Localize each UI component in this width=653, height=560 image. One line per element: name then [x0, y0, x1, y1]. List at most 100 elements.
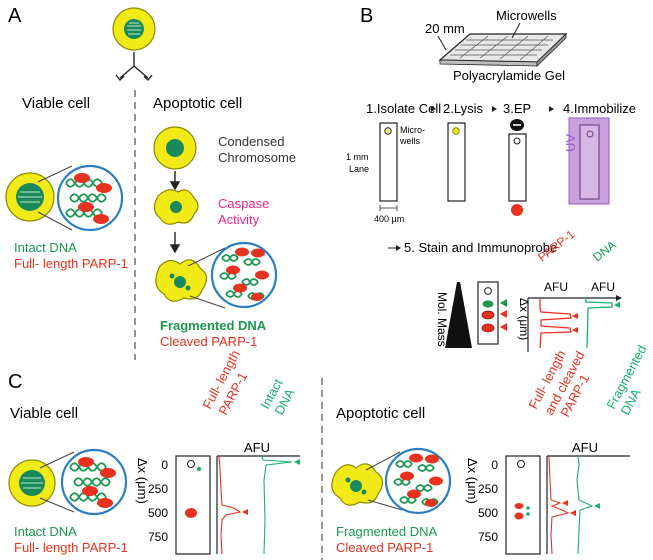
c-apoptotic-dna-spot-2 — [526, 512, 530, 516]
c-viable-lane — [175, 455, 211, 555]
step-5-arrow — [388, 245, 401, 251]
panel-a: A Viable cell Apoptotic cell — [5, 5, 296, 360]
lane-3-well — [513, 137, 521, 145]
lane-1-cell — [386, 129, 390, 133]
lane-4-well — [586, 130, 594, 138]
step-1: 1.Isolate Cell — [366, 101, 441, 116]
gel-size-pointer — [437, 35, 447, 51]
lane-label-2: Lane — [349, 164, 369, 174]
micro-label-2: wells — [399, 136, 421, 146]
ep-electrode-pos — [511, 204, 523, 216]
c-apoptotic-dna-spot-1 — [526, 506, 530, 510]
c-apoptotic-parp-band-1 — [514, 503, 524, 509]
stained-dna-band — [482, 300, 494, 308]
afu-2: AFU — [591, 280, 615, 294]
c-viable-cell-zoom — [8, 448, 128, 516]
step-2: 2.Lysis — [443, 101, 483, 116]
top-cell — [112, 7, 156, 51]
step-arrows — [431, 106, 554, 112]
step-5: 5. Stain and Immunoprobe — [404, 240, 557, 255]
c-apoptotic-dna-arrow — [594, 503, 600, 509]
c-apoptotic-well — [517, 460, 525, 468]
width-scale — [379, 205, 398, 211]
lane-label-1: 1 mm — [346, 152, 369, 162]
c-tick-v-1: 250 — [148, 482, 168, 496]
condensed-line2: Chromosome — [218, 150, 296, 165]
apoptotic-cell-title: Apoptotic cell — [153, 95, 242, 112]
panel-a-label: A — [8, 5, 22, 27]
c-viable-parp-arrow — [242, 509, 248, 515]
parp-arrow-1 — [572, 313, 578, 319]
step-3: 3.EP — [503, 101, 531, 116]
viable-cell-zoom — [5, 164, 124, 232]
c-dx-v: Δx (μm) — [135, 458, 150, 504]
panel-c-label: C — [8, 371, 22, 393]
c-dx-a: Δx (μm) — [465, 458, 480, 504]
gel-slab — [438, 33, 568, 67]
c-apoptotic-parp-trace — [548, 455, 570, 555]
c-tick-a-0: 0 — [491, 458, 498, 472]
c-intact-dna: Intact DNA — [14, 524, 77, 539]
micro-label-1: Micro- — [400, 125, 425, 135]
gel-size: 20 mm — [425, 21, 465, 36]
viable-cell-title: Viable cell — [22, 95, 90, 112]
dna-trace — [585, 298, 613, 349]
dx-label-b: Δx (μm) — [517, 298, 531, 340]
c-viable-well — [187, 460, 195, 468]
c-full-length-parp: Full- length PARP-1 — [14, 540, 128, 555]
c-afu-v: AFU — [244, 440, 270, 455]
c-apoptotic-parp-arrow-2 — [570, 510, 576, 516]
c-tick-a-3: 750 — [478, 530, 498, 544]
c-tick-a-1: 250 — [478, 482, 498, 496]
c-apoptotic-parp-band-2 — [514, 512, 524, 520]
caspase-line2: Activity — [218, 212, 260, 227]
parp-arrow-2 — [572, 327, 578, 333]
afu-axis-arrow — [616, 295, 622, 301]
split-arrows — [115, 52, 153, 82]
stained-parp-band-2 — [481, 323, 495, 333]
caspase-line1: Caspase — [218, 196, 269, 211]
stained-parp-band-1 — [481, 310, 495, 320]
c-tick-v-3: 750 — [148, 530, 168, 544]
lane-3 — [508, 133, 527, 202]
c-viable-parp-trace — [218, 455, 242, 555]
arrow-a1 — [169, 171, 181, 191]
lane-4 — [579, 124, 600, 200]
arrow-a2 — [169, 232, 181, 254]
c-tick-v-0: 0 — [161, 458, 168, 472]
uv-label: UV — [563, 134, 578, 152]
mol-mass-wedge — [445, 282, 472, 348]
c-tick-a-2: 500 — [478, 506, 498, 520]
dna-arrow — [614, 302, 620, 308]
c-afu-a: AFU — [572, 440, 598, 455]
lane-2 — [447, 122, 466, 202]
panel-b: B 20 mm Microwells Polyacrylamide Gel 1.… — [346, 5, 636, 352]
fragmented-dna-label: Fragmented DNA — [160, 318, 267, 333]
condensed-line1: Condensed — [218, 134, 285, 149]
c-viable-dna-trace — [261, 455, 293, 555]
c-apoptotic-parp-arrow-1 — [562, 500, 568, 506]
c-viable-dna-arrow — [294, 459, 300, 465]
mol-mass-label: Mol. Mass — [435, 292, 449, 347]
microwells-label: Microwells — [496, 8, 557, 23]
c-fragmented-dna: Fragmented DNA — [336, 524, 437, 539]
c-cleaved-parp: Cleaved PARP-1 — [336, 540, 433, 555]
microwells-pointer — [511, 22, 521, 39]
c-apoptotic-cell-zoom — [331, 447, 452, 515]
band-arrowheads — [500, 299, 507, 331]
gel-name: Polyacrylamide Gel — [453, 68, 565, 83]
panel-b-label: B — [360, 5, 373, 27]
fragmented-cell-zoom — [155, 241, 278, 309]
c-tick-v-2: 500 — [148, 506, 168, 520]
c-apoptotic-title: Apoptotic cell — [336, 405, 425, 422]
cleaved-parp-label: Cleaved PARP-1 — [160, 334, 257, 349]
lane-1 — [379, 122, 398, 202]
c-viable-title: Viable cell — [10, 405, 78, 422]
stained-well — [484, 287, 492, 295]
c-viable-dna-spot — [196, 466, 202, 472]
step-4: 4.Immobilize — [563, 101, 636, 116]
full-length-parp-label: Full- length PARP-1 — [14, 256, 128, 271]
panel-c: C Viable cell Intact DNA Full- length PA… — [8, 342, 650, 560]
caspase-cell — [153, 189, 199, 225]
